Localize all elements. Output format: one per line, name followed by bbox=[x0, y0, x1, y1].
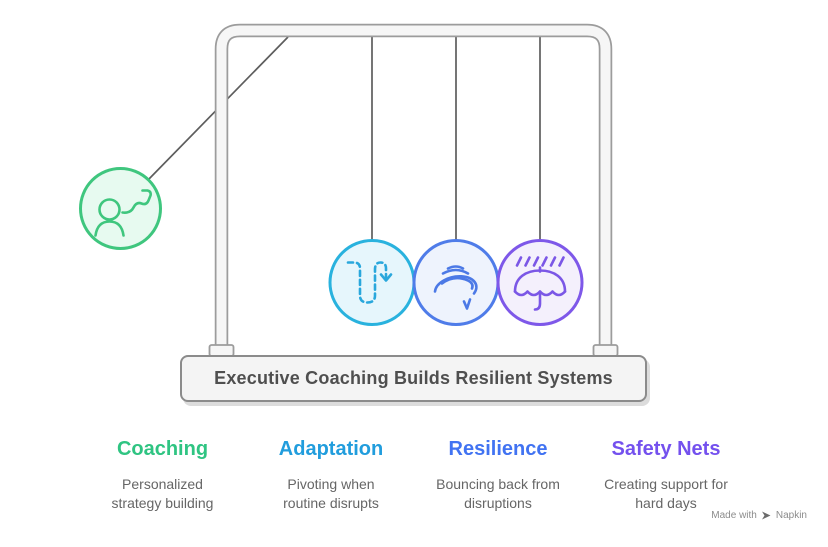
column-coaching-description: Personalized strategy building bbox=[111, 476, 214, 511]
column-adaptation-heading: Adaptation bbox=[278, 438, 384, 460]
cradle-frame bbox=[208, 23, 619, 357]
column-resilience-description: Bouncing back from disruptions bbox=[436, 476, 560, 511]
ball-safety-nets bbox=[496, 239, 584, 326]
ball-coaching bbox=[79, 167, 162, 250]
pivot-arrow-icon bbox=[346, 261, 393, 304]
ball-safety-nets-circle bbox=[496, 239, 584, 326]
ball-adaptation-circle bbox=[328, 239, 416, 326]
ball-adaptation bbox=[328, 239, 416, 326]
made-with-napkin-attribution: Made with Napkin bbox=[711, 510, 807, 521]
made-with-label: Made with bbox=[711, 510, 757, 521]
cradle-frame-fill bbox=[216, 25, 611, 356]
base-title-bar: Executive Coaching Builds Resilient Syst… bbox=[180, 355, 647, 402]
column-resilience: Resilience Bouncing back from disruption… bbox=[408, 436, 588, 513]
column-resilience-heading: Resilience bbox=[448, 438, 548, 460]
column-coaching-heading: Coaching bbox=[116, 438, 209, 460]
column-safety-nets-description: Creating support for hard days bbox=[604, 476, 728, 511]
diagram-title: Executive Coaching Builds Resilient Syst… bbox=[214, 368, 613, 388]
coach-person-icon bbox=[94, 189, 152, 237]
column-coaching: Coaching Personalized strategy building bbox=[73, 436, 253, 513]
swirl-speech-icon bbox=[433, 265, 478, 310]
column-adaptation-description: Pivoting when routine disrupts bbox=[283, 476, 379, 511]
column-safety-nets-heading: Safety Nets bbox=[611, 438, 721, 460]
ball-resilience-circle bbox=[412, 239, 500, 326]
napkin-brand-label: Napkin bbox=[775, 510, 807, 521]
column-safety-nets: Safety Nets Creating support for hard da… bbox=[576, 436, 756, 513]
umbrella-rain-icon bbox=[513, 256, 567, 311]
napkin-logo-icon bbox=[761, 511, 771, 520]
ball-resilience bbox=[412, 239, 500, 326]
column-adaptation: Adaptation Pivoting when routine disrupt… bbox=[241, 436, 421, 513]
